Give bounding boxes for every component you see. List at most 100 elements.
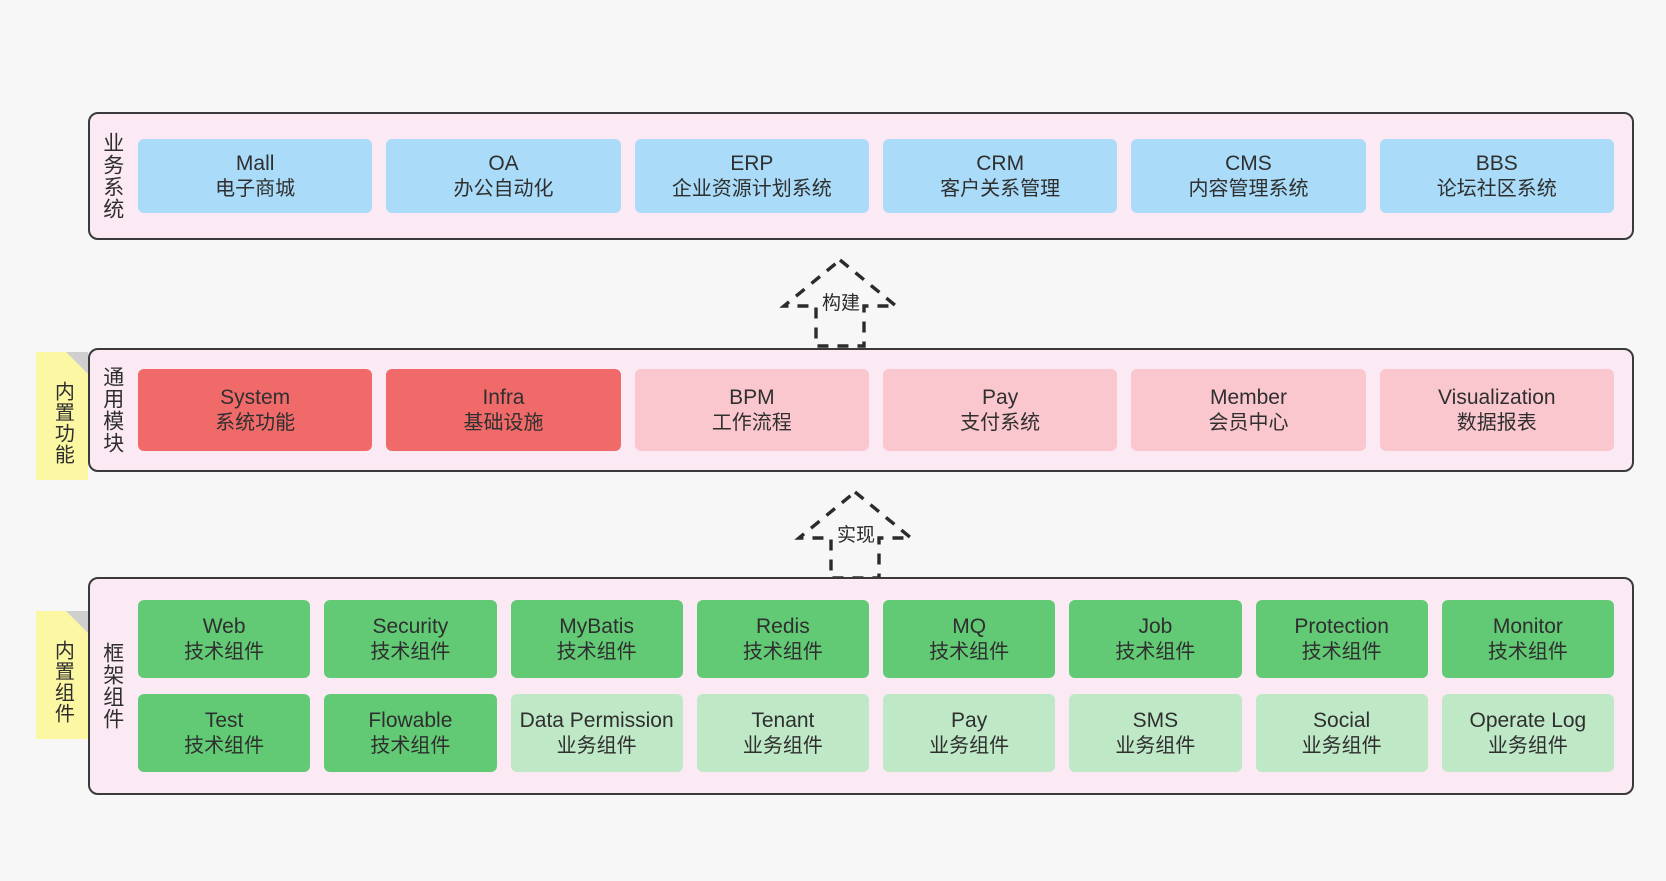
card-job[interactable]: Job 技术组件 [1069, 600, 1242, 678]
sticky-label: 内置组件 [51, 640, 74, 724]
card-title-cn: 系统功能 [215, 411, 296, 434]
sticky-label: 内置功能 [51, 381, 74, 465]
card-title-cn: 客户关系管理 [940, 177, 1061, 200]
card-title-en: Test [204, 709, 244, 732]
card-crm[interactable]: CRM 客户关系管理 [882, 139, 1118, 213]
card-title-cn: 数据报表 [1456, 411, 1537, 434]
card-title-en: Web [202, 615, 246, 638]
card-monitor[interactable]: Monitor 技术组件 [1441, 600, 1614, 678]
card-social[interactable]: Social 业务组件 [1255, 694, 1428, 772]
card-title-cn: 内容管理系统 [1188, 177, 1309, 200]
card-title-en: System [220, 386, 291, 409]
card-title-cn: 业务组件 [1487, 734, 1568, 757]
card-pay-business[interactable]: Pay 业务组件 [883, 694, 1056, 772]
card-title-en: Protection [1294, 615, 1389, 638]
card-title-cn: 技术组件 [184, 734, 265, 757]
card-title-en: Operate Log [1469, 709, 1587, 732]
card-title-cn: 业务组件 [742, 734, 823, 757]
sticky-note-builtin-components: 内置组件 [36, 611, 88, 739]
generalization-arrow-implement: 实现 [775, 486, 935, 582]
card-cms[interactable]: CMS 内容管理系统 [1131, 139, 1366, 213]
card-title-en: Tenant [751, 709, 815, 732]
framework-card-group: Web 技术组件 Security 技术组件 MyBatis 技术组件 Redi… [134, 579, 1632, 793]
card-title-en: Infra [482, 386, 525, 409]
card-title-cn: 企业资源计划系统 [671, 177, 832, 200]
card-title-en: Flowable [368, 709, 453, 732]
card-title-en: Visualization [1438, 386, 1556, 409]
card-title-en: ERP [730, 152, 774, 175]
folded-corner-icon [66, 611, 88, 633]
card-data-permission[interactable]: Data Permission 业务组件 [510, 694, 683, 772]
dashed-up-arrow-icon [779, 257, 901, 348]
framework-row-technical: Web 技术组件 Security 技术组件 MyBatis 技术组件 Redi… [138, 600, 1614, 678]
card-title-cn: 技术组件 [742, 640, 823, 663]
card-oa[interactable]: OA 办公自动化 [386, 139, 621, 213]
card-title-en: Security [372, 615, 449, 638]
card-web[interactable]: Web 技术组件 [138, 600, 311, 678]
card-mq[interactable]: MQ 技术组件 [883, 600, 1056, 678]
card-visualization[interactable]: Visualization 数据报表 [1379, 369, 1614, 451]
card-test[interactable]: Test 技术组件 [138, 694, 311, 772]
card-redis[interactable]: Redis 技术组件 [696, 600, 869, 678]
card-title-cn: 会员中心 [1208, 411, 1289, 434]
card-title-en: Monitor [1492, 615, 1563, 638]
card-title-cn: 技术组件 [184, 640, 265, 663]
card-title-cn: 技术组件 [370, 734, 451, 757]
card-bbs[interactable]: BBS 论坛社区系统 [1379, 139, 1614, 213]
card-operate-log[interactable]: Operate Log 业务组件 [1441, 694, 1614, 772]
card-member[interactable]: Member 会员中心 [1131, 369, 1366, 451]
card-title-cn: 技术组件 [370, 640, 451, 663]
card-bpm[interactable]: BPM 工作流程 [634, 369, 869, 451]
card-title-en: BBS [1475, 152, 1518, 175]
card-tenant[interactable]: Tenant 业务组件 [696, 694, 869, 772]
card-title-en: Mall [235, 152, 275, 175]
card-title-cn: 电子商城 [215, 177, 296, 200]
generalization-arrow-build: 构建 [760, 254, 920, 350]
card-title-en: MyBatis [559, 615, 634, 638]
card-title-cn: 论坛社区系统 [1436, 177, 1557, 200]
modules-card-group: System 系统功能 Infra 基础设施 BPM 工作流程 Pay 支付系统… [134, 350, 1632, 470]
card-flowable[interactable]: Flowable 技术组件 [324, 694, 497, 772]
arrow-label-implement: 实现 [837, 525, 876, 546]
layer-business-title: 业务系统 [100, 132, 124, 220]
card-mybatis[interactable]: MyBatis 技术组件 [510, 600, 683, 678]
card-title-cn: 技术组件 [929, 640, 1010, 663]
card-title-cn: 办公自动化 [453, 177, 554, 200]
card-title-cn: 基础设施 [463, 411, 544, 434]
card-title-en: Data Permission [519, 709, 674, 732]
card-protection[interactable]: Protection 技术组件 [1255, 600, 1428, 678]
card-title-en: CRM [976, 152, 1025, 175]
card-title-en: OA [488, 152, 519, 175]
card-mall[interactable]: Mall 电子商城 [138, 139, 373, 213]
card-security[interactable]: Security 技术组件 [324, 600, 497, 678]
card-title-cn: 业务组件 [1301, 734, 1382, 757]
layer-business-systems: 业务系统 Mall 电子商城 OA 办公自动化 ERP 企业资源计划系统 CRM… [88, 112, 1634, 240]
folded-corner-icon [66, 352, 88, 374]
sticky-note-builtin-features: 内置功能 [36, 352, 88, 480]
card-title-cn: 业务组件 [929, 734, 1010, 757]
card-title-en: Job [1138, 615, 1173, 638]
card-sms[interactable]: SMS 业务组件 [1069, 694, 1242, 772]
card-title-en: CMS [1225, 152, 1272, 175]
card-title-cn: 工作流程 [711, 411, 792, 434]
card-infra[interactable]: Infra 基础设施 [386, 369, 621, 451]
card-title-cn: 技术组件 [1115, 640, 1196, 663]
business-card-group: Mall 电子商城 OA 办公自动化 ERP 企业资源计划系统 CRM 客户关系… [134, 114, 1632, 238]
card-title-en: Member [1209, 386, 1287, 409]
card-erp[interactable]: ERP 企业资源计划系统 [634, 139, 869, 213]
card-title-cn: 技术组件 [556, 640, 637, 663]
card-title-cn: 技术组件 [1301, 640, 1382, 663]
layer-framework-components: 框架组件 Web 技术组件 Security 技术组件 MyBatis 技术组件… [88, 577, 1634, 795]
card-pay[interactable]: Pay 支付系统 [882, 369, 1118, 451]
card-title-en: Pay [982, 386, 1019, 409]
card-title-en: MQ [952, 615, 987, 638]
card-system[interactable]: System 系统功能 [138, 369, 373, 451]
card-title-en: BPM [729, 386, 775, 409]
card-title-en: Social [1313, 709, 1371, 732]
card-title-cn: 业务组件 [1115, 734, 1196, 757]
framework-row-business: Test 技术组件 Flowable 技术组件 Data Permission … [138, 694, 1614, 772]
card-title-en: SMS [1132, 709, 1179, 732]
card-title-en: Pay [951, 709, 988, 732]
layer-framework-title: 框架组件 [100, 642, 124, 730]
layer-common-modules: 通用模块 System 系统功能 Infra 基础设施 BPM 工作流程 Pay… [88, 348, 1634, 472]
